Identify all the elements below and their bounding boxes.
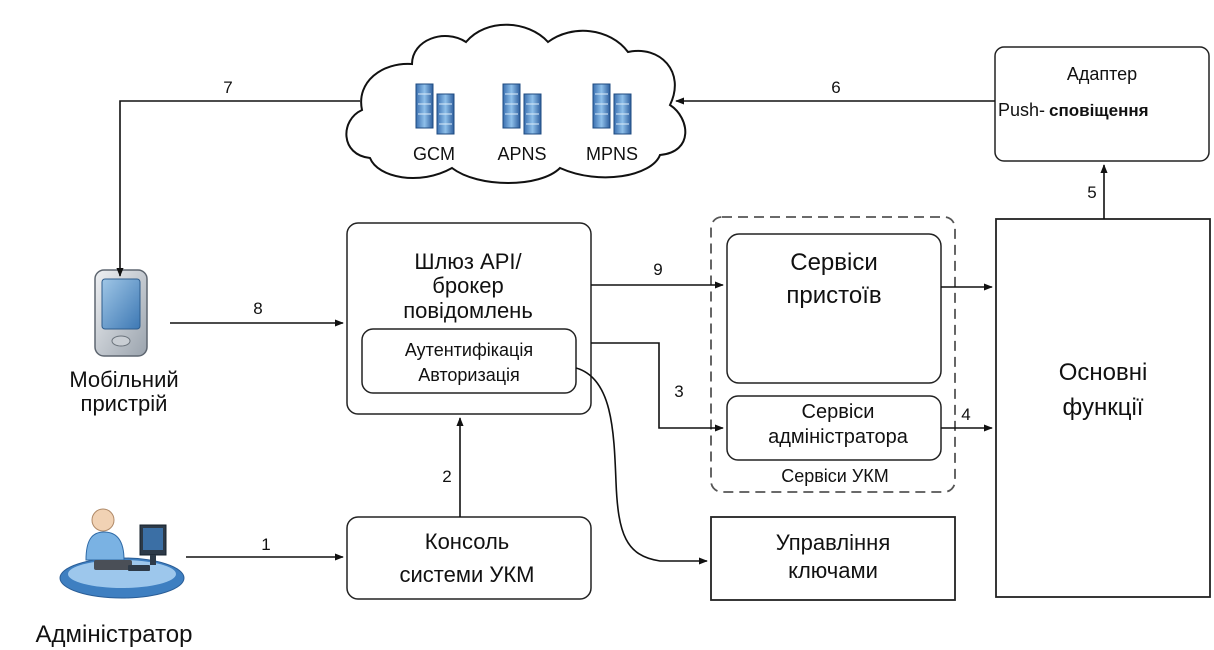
core-functions-line2: функції <box>1063 394 1144 421</box>
flow-6-label: 6 <box>831 78 840 97</box>
flow-4-label: 4 <box>961 405 970 424</box>
console-box <box>346 516 592 600</box>
flow-3-arrow <box>591 342 724 432</box>
apns-label: APNS <box>497 144 546 164</box>
administrator-label: Адміністратор <box>35 621 192 648</box>
api-gateway-title-line1: Шлюз API/ <box>414 249 522 274</box>
gcm-server-icon <box>415 83 455 135</box>
api-gateway-title-line2: брокер <box>432 273 503 298</box>
api-gateway-title-line3: повідомлень <box>403 298 533 323</box>
mpns-server-icon <box>592 83 632 135</box>
flow-7-arrow <box>116 100 360 277</box>
flow-1-label: 1 <box>261 535 270 554</box>
flow-8-label: 8 <box>253 299 262 318</box>
device-services-line2: пристоїв <box>786 282 881 309</box>
admin-services-line2: адміністратора <box>768 426 909 448</box>
push-adapter-box <box>994 46 1210 162</box>
gcm-label: GCM <box>413 144 455 164</box>
auth-line1: Аутентифікація <box>405 340 533 360</box>
flow-3-label: 3 <box>674 382 683 401</box>
device-services-line1: Сервіси <box>790 249 878 276</box>
console-line1: Консоль <box>425 529 510 554</box>
flow-7-label: 7 <box>223 78 232 97</box>
flow-2-label: 2 <box>442 467 451 486</box>
key-management-line2: ключами <box>788 558 878 583</box>
apns-server-icon <box>502 83 542 135</box>
flow-9-label: 9 <box>653 260 662 279</box>
key-management-box <box>710 516 956 601</box>
console-line2: системи УКМ <box>400 562 535 587</box>
key-management-line1: Управління <box>776 530 891 555</box>
administrator-icon <box>59 508 185 599</box>
auth-box <box>361 328 577 394</box>
core-functions-box <box>995 218 1211 598</box>
auth-line2: Авторизація <box>418 365 520 385</box>
mobile-device-icon <box>94 269 148 357</box>
push-adapter-title: Адаптер <box>1067 64 1137 84</box>
mobile-device-label-line1: Мобільний <box>69 367 178 392</box>
admin-services-line1: Сервіси <box>802 401 875 423</box>
core-functions-line1: Основні <box>1059 359 1148 386</box>
mobile-device-label-line2: пристрій <box>81 391 168 416</box>
device-services-box <box>726 233 942 384</box>
flow-5-label: 5 <box>1087 183 1096 202</box>
auth-to-keys-arrow <box>575 367 708 565</box>
ukm-services-label: Сервіси УКМ <box>781 466 889 486</box>
mpns-label: MPNS <box>586 144 638 164</box>
push-adapter-subtitle: Push-сповіщення <box>998 100 1149 120</box>
